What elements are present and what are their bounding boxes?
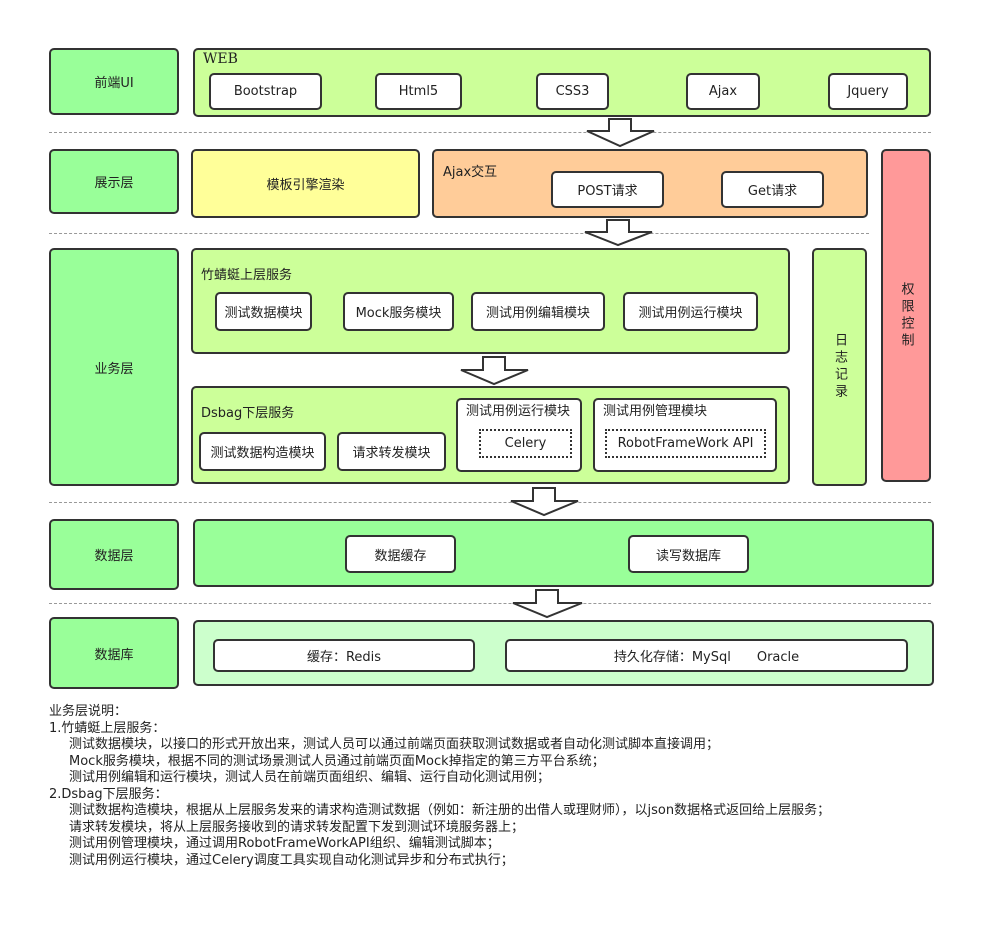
notes-line: 测试用例运行模块，通过Celery调度工具实现自动化测试异步和分布式执行； [69, 852, 514, 868]
down-arrow-icon [460, 356, 529, 386]
log-record-box: 日志记录 [812, 248, 867, 486]
notes-line: 测试用例编辑和运行模块，测试人员在前端页面组织、编辑、运行自动化测试用例； [69, 770, 551, 785]
divider [49, 132, 931, 133]
notes-line: 测试数据构造模块，根据从上层服务发来的请求构造测试数据（例如：新注册的出借人或理… [69, 803, 831, 818]
data-cache-box: 数据缓存 [345, 535, 456, 573]
divider [49, 502, 931, 503]
web-item-jquery: Jquery [828, 73, 908, 110]
notes-section-2: 2.Dsbag下层服务： [49, 786, 168, 802]
down-arrow-icon [510, 487, 579, 517]
web-item-html5: Html5 [375, 73, 462, 110]
module-data-construct: 测试数据构造模块 [199, 432, 326, 471]
persistent-storage-box: 持久化存储：MySql Oracle [505, 639, 908, 672]
layer-display: 展示层 [49, 149, 179, 214]
divider [49, 233, 869, 234]
module-request-forward: 请求转发模块 [337, 432, 446, 471]
get-request-box: Get请求 [721, 171, 824, 208]
layer-frontend-ui: 前端UI [49, 48, 179, 115]
notes-line: 请求转发模块，将从上层服务接收到的请求转发配置下发到测试环境服务器上； [69, 819, 525, 835]
ajax-title: Ajax交互 [443, 165, 498, 180]
case-run-module-title: 测试用例运行模块 [466, 404, 571, 419]
web-item-css3: CSS3 [536, 73, 609, 110]
down-arrow-icon [512, 589, 583, 619]
celery-box: Celery [479, 429, 572, 458]
down-arrow-icon [586, 118, 655, 148]
layer-data: 数据层 [49, 519, 179, 590]
robotframework-api-box: RobotFrameWork API [605, 429, 766, 458]
notes-title: 业务层说明： [49, 704, 128, 719]
notes-section-1: 1.竹蜻蜓上层服务： [49, 720, 166, 736]
template-engine-box: 模板引擎渲染 [191, 149, 420, 218]
upper-service-title: 竹蜻蜓上层服务 [201, 268, 293, 283]
module-mock: Mock服务模块 [343, 292, 454, 331]
module-test-data: 测试数据模块 [215, 292, 312, 331]
data-layer-panel [193, 519, 934, 587]
layer-database: 数据库 [49, 617, 179, 689]
web-item-bootstrap: Bootstrap [209, 73, 322, 110]
module-case-edit: 测试用例编辑模块 [471, 292, 605, 331]
web-title: WEB [203, 51, 238, 67]
notes-line: 测试数据模块，以接口的形式开放出来，测试人员可以通过前端页面获取测试数据或者自动… [69, 737, 720, 752]
business-layer-notes: 业务层说明： 1.竹蜻蜓上层服务： 测试数据模块，以接口的形式开放出来，测试人员… [49, 704, 830, 869]
redis-cache-box: 缓存：Redis [213, 639, 475, 672]
lower-service-title: Dsbag下层服务 [201, 406, 295, 421]
read-write-db-box: 读写数据库 [628, 535, 749, 573]
permission-control-box: 权限控制 [881, 149, 931, 482]
layer-business: 业务层 [49, 248, 179, 486]
web-item-ajax: Ajax [686, 73, 760, 110]
case-manage-module-title: 测试用例管理模块 [603, 404, 708, 419]
post-request-box: POST请求 [551, 171, 664, 208]
notes-line: Mock服务模块，根据不同的测试场景测试人员通过前端页面Mock掉指定的第三方平… [69, 753, 605, 769]
divider [49, 603, 931, 604]
module-case-run: 测试用例运行模块 [623, 292, 758, 331]
down-arrow-icon [584, 219, 653, 247]
notes-line: 测试用例管理模块，通过调用RobotFrameWorkAPI组织、编辑测试脚本； [69, 836, 500, 851]
